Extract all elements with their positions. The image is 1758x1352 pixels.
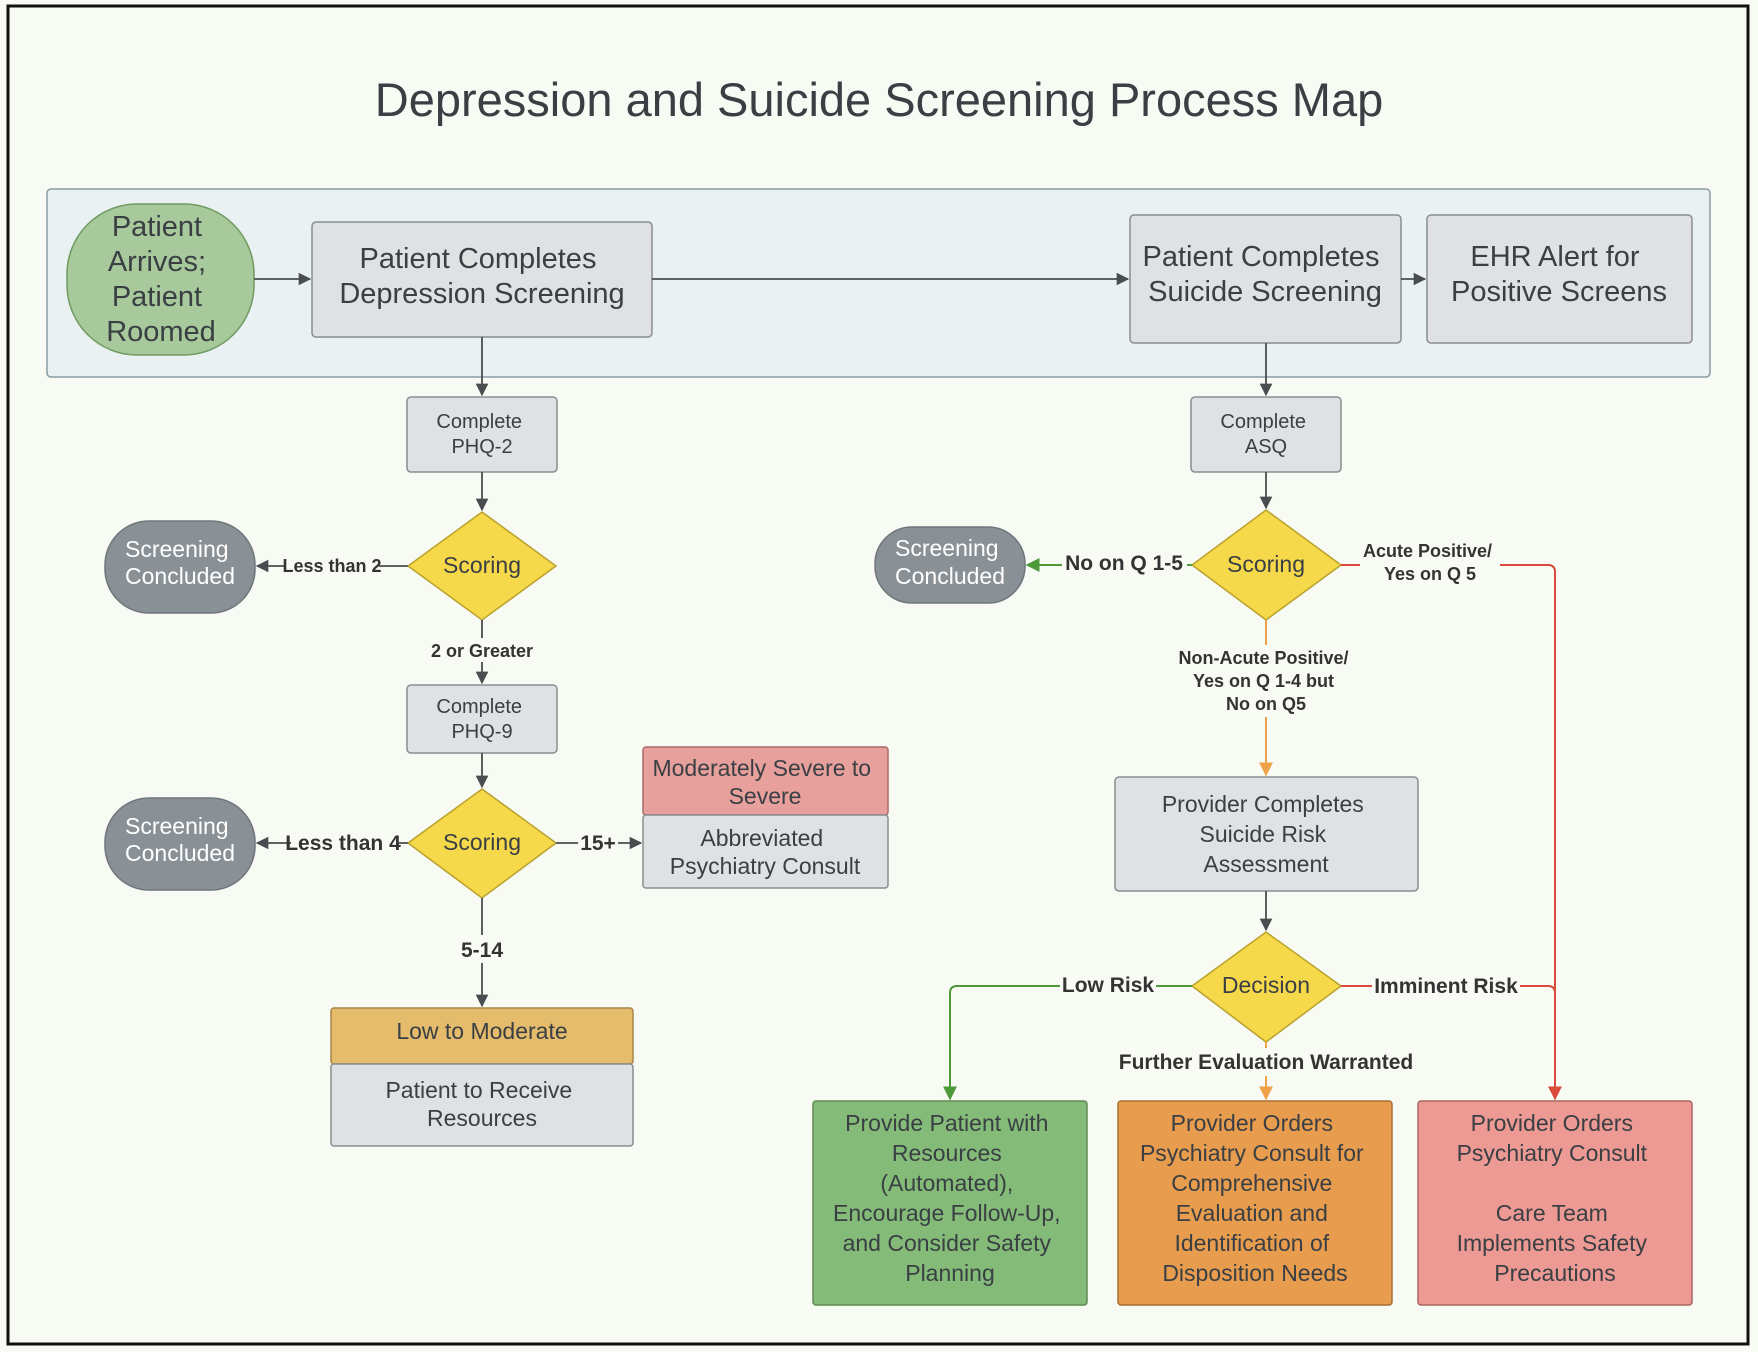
svg-text:Patient Completes Suicid: Patient Completes Suicide Screening	[1142, 241, 1387, 308]
label-mask	[1062, 550, 1187, 578]
label-mask	[1060, 972, 1156, 1000]
label-mask	[286, 554, 379, 578]
edge-label-imminent-risk: Imminent Risk	[1374, 975, 1518, 998]
svg-text:Scoring: Scoring	[443, 552, 521, 578]
outcome-comprehensive-consult-box: Provider Orders Psychiatry Consult for C…	[1117, 1100, 1393, 1306]
edge-scoring3-acute	[1341, 564, 1562, 1101]
edge-label-15-plus: 15+	[580, 832, 616, 855]
svg-text:Patient to Receive Resou: Patient to Receive Resources	[385, 1077, 578, 1131]
svg-text:Complete ASQ: Complete ASQ	[1220, 411, 1311, 458]
svg-text:Patient Arrives; P: Patient Arrives; Patient Roomed	[106, 211, 216, 348]
start-node-line: Patient	[112, 211, 202, 243]
start-node: Patient Arrives; Patient Roomed	[66, 203, 255, 356]
low-moderate-group: Low to Moderate Patient to Receive Resou…	[330, 1007, 634, 1147]
moderately-severe-group: Moderately Severe to Severe Abbreviated …	[642, 746, 889, 889]
outcome-safety-precautions-box: Provider Orders Psychiatry Consult Care …	[1417, 1100, 1693, 1306]
svg-text:Screening Concluded: Screening Concluded	[125, 813, 235, 866]
svg-text:Moderately Severe to Sev: Moderately Severe to Severe	[652, 755, 877, 809]
page-frame	[6, 4, 1750, 1346]
diagram-title: Depression and Suicide Screening Process…	[375, 73, 1383, 126]
edge-label-less-than-2: Less than 2	[282, 556, 381, 576]
edge-decision-imminent	[1341, 985, 1556, 994]
edge-label-less-than-4: Less than 4	[285, 832, 401, 855]
receive-resources-box	[330, 1063, 634, 1147]
risk-assessment-node: Provider Completes Suicide Risk Assessme…	[1114, 776, 1419, 892]
screening-concluded-1: Screening Concluded	[104, 520, 256, 614]
svg-text:Screening Concluded: Screening Concluded	[895, 535, 1005, 589]
svg-text:Screening Concluded: Screening Concluded	[125, 536, 235, 589]
svg-text:Complete PHQ-2: Complete PHQ-2	[436, 411, 527, 458]
risk-decision: Decision	[1190, 931, 1343, 1043]
phq2-node: Complete PHQ-2	[406, 396, 558, 473]
ehr-alert-node: EHR Alert for Positive Screens	[1426, 214, 1693, 344]
edge-decision-low-risk	[943, 985, 1192, 1101]
start-node-line: Roomed	[106, 316, 216, 348]
svg-text:Provide Patient with Res: Provide Patient with Resources (Automate…	[833, 1110, 1067, 1286]
scoring-decision-3: Scoring	[1190, 509, 1343, 621]
label-mask	[1360, 538, 1500, 588]
label-mask	[455, 935, 509, 963]
label-mask	[291, 829, 396, 857]
svg-text:Scoring: Scoring	[1227, 551, 1305, 577]
asq-node: Complete ASQ	[1190, 396, 1342, 473]
svg-text:Patient Completes Depres: Patient Completes Depression Screening	[339, 243, 624, 310]
depression-screening-node: Patient Completes Depression Screening	[311, 221, 653, 338]
start-node-line: Arrives;	[108, 246, 206, 278]
label-mask	[1372, 972, 1520, 1000]
svg-text:EHR Alert for Positive S: EHR Alert for Positive Screens	[1451, 241, 1667, 308]
edge-label-acute-positive: Acute Positive/ Yes on Q 5	[1363, 541, 1497, 584]
svg-text:Provider Orders Psychiat: Provider Orders Psychiatry Consult Care …	[1457, 1110, 1654, 1286]
label-mask	[430, 638, 534, 662]
edge-label-no-q1-5: No on Q 1-5	[1065, 552, 1183, 575]
edge-label-non-acute: Non-Acute Positive/ Yes on Q 1-4 but No …	[1178, 648, 1353, 714]
label-mask	[578, 829, 618, 857]
screening-concluded-2: Screening Concluded	[104, 797, 256, 891]
start-node-line: Patient	[112, 281, 202, 313]
suicide-screening-node: Patient Completes Suicide Screening	[1129, 214, 1402, 344]
edge-label-2-or-greater: 2 or Greater	[431, 641, 533, 661]
abbreviated-consult-box	[642, 814, 889, 889]
svg-text:Abbreviated Psychiatry C: Abbreviated Psychiatry Consult	[670, 825, 861, 879]
svg-text:Provider Completes Suici: Provider Completes Suicide Risk Assessme…	[1162, 791, 1370, 877]
phq9-node: Complete PHQ-9	[406, 684, 558, 754]
svg-text:Provider Orders Psychiat: Provider Orders Psychiatry Consult for C…	[1140, 1110, 1370, 1286]
outcome-resources-box: Provide Patient with Resources (Automate…	[812, 1100, 1088, 1306]
scoring-decision-1: Scoring	[406, 511, 558, 621]
edge-label-5-14: 5-14	[461, 939, 503, 962]
label-mask	[1172, 645, 1360, 717]
label-mask	[1115, 1048, 1417, 1076]
scoring-decision-2: Scoring	[406, 788, 558, 899]
edge-label-low-risk: Low Risk	[1062, 974, 1155, 997]
edge-label-further-eval: Further Evaluation Warranted	[1119, 1051, 1413, 1074]
svg-text:Complete PHQ-9: Complete PHQ-9	[436, 696, 527, 743]
screening-concluded-3: Screening Concluded	[874, 526, 1026, 604]
svg-text:Low to Moderate: Low to Moderate	[396, 1018, 567, 1044]
svg-text:Scoring: Scoring	[443, 829, 521, 855]
svg-text:Decision: Decision	[1222, 972, 1310, 998]
